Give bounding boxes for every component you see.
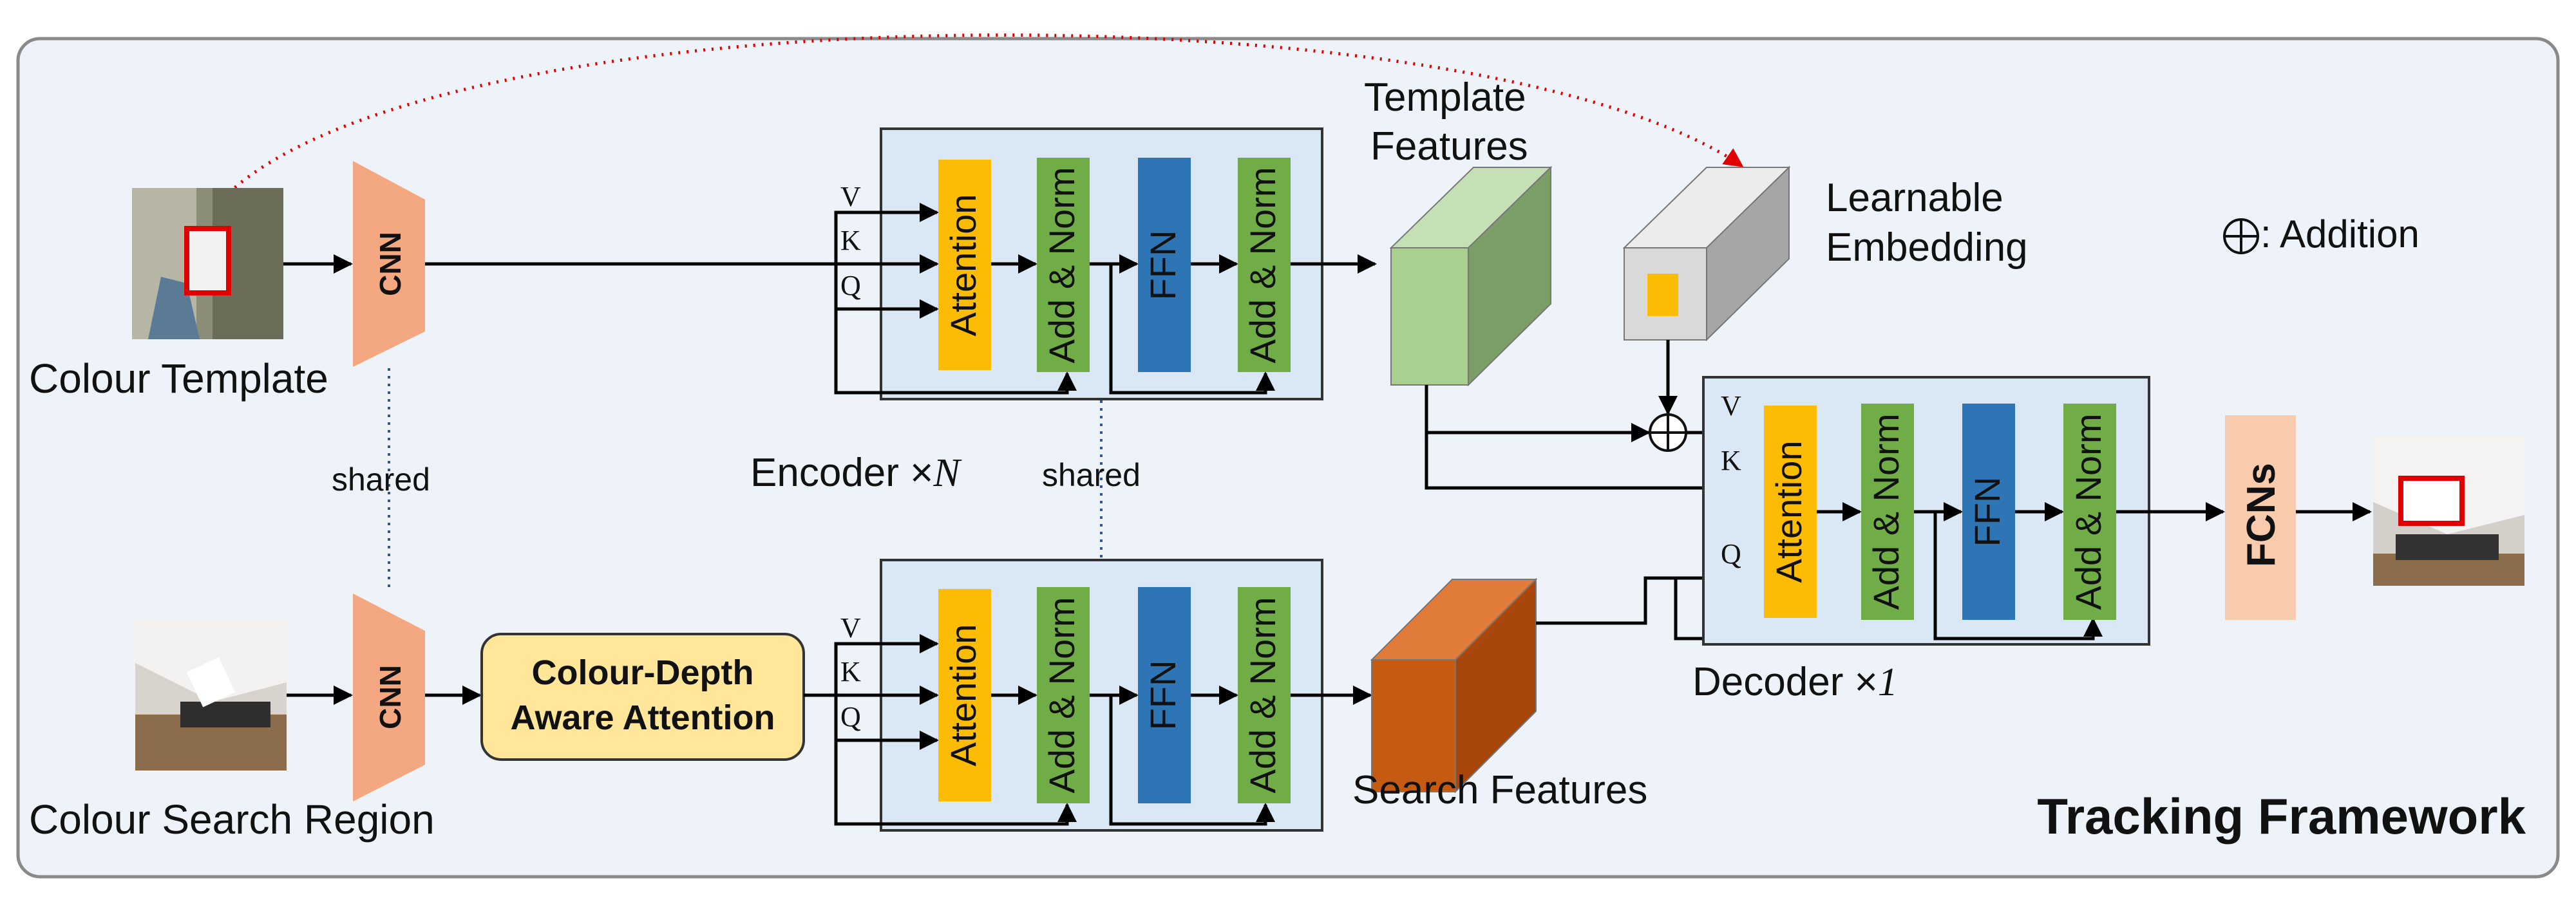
- svg-text:Add & Norm: Add & Norm: [1041, 597, 1082, 794]
- svg-text:Add & Norm: Add & Norm: [1866, 414, 1906, 610]
- colour-depth-aware-attention: Colour-Depth Aware Attention: [480, 633, 805, 761]
- learnable-embedding-cube: [1622, 165, 1791, 342]
- search-cnn: CNN: [353, 594, 425, 801]
- decoder-label: Decoder ×1: [1692, 660, 1898, 704]
- enc-bot-addnorm-1: [1037, 587, 1090, 803]
- colour-template-image: [132, 188, 283, 339]
- enc-bot-k: K: [840, 656, 861, 687]
- learnable-embedding-line1: Learnable: [1826, 176, 2003, 220]
- template-to-embedding-arc: [227, 33, 1744, 194]
- enc-bot-attention: [938, 589, 991, 801]
- template-features-cube: [1389, 165, 1553, 387]
- cdaa-line1: Colour-Depth: [532, 653, 754, 692]
- svg-text:Add & Norm: Add & Norm: [2068, 414, 2108, 610]
- svg-text:Attention: Attention: [1768, 440, 1809, 583]
- dec-k: K: [1721, 445, 1741, 476]
- enc-bot-v: V: [840, 612, 861, 644]
- encoder-shared-label: shared: [1042, 457, 1141, 493]
- svg-text:FFN: FFN: [1142, 230, 1183, 301]
- framework-title: Tracking Framework: [2037, 788, 2526, 845]
- fcns-block: FCNs: [2225, 415, 2296, 620]
- enc-top-addnorm-2: [1238, 158, 1291, 372]
- tracking-output-image: [2373, 436, 2524, 586]
- enc-top-addnorm-1: [1037, 158, 1090, 372]
- encoder-label: Encoder ×N: [750, 451, 962, 495]
- cdaa-line2: Aware Attention: [510, 698, 775, 737]
- cnn-shared-label: shared: [332, 462, 430, 498]
- template-cnn: CNN: [353, 161, 425, 367]
- template-features-line2: Features: [1370, 124, 1528, 169]
- decoder: V K Q Attention Add & Norm FFN Add & Nor…: [1702, 376, 2150, 646]
- template-cnn-label: CNN: [374, 232, 407, 296]
- search-features-label: Search Features: [1352, 768, 1647, 812]
- dec-ffn: [1962, 404, 2015, 620]
- colour-search-region-label: Colour Search Region: [29, 796, 435, 843]
- dec-v: V: [1721, 390, 1741, 422]
- enc-top-attention: [938, 160, 991, 370]
- enc-top-v: V: [840, 181, 861, 212]
- svg-text:Add & Norm: Add & Norm: [1242, 167, 1283, 364]
- addition-node: [1649, 413, 1687, 452]
- dec-addnorm-1: [1861, 404, 1914, 620]
- search-cnn-label: CNN: [374, 665, 407, 729]
- colour-search-region-image: [135, 619, 287, 771]
- dec-addnorm-2: [2063, 404, 2116, 620]
- template-encoder: V K Q Attention Add & Norm FFN Add & Nor…: [834, 127, 1323, 400]
- learnable-embedding-line2: Embedding: [1826, 225, 2028, 270]
- dec-attention: [1764, 406, 1817, 618]
- svg-text:Add & Norm: Add & Norm: [1041, 167, 1082, 364]
- svg-text:FFN: FFN: [1967, 477, 2007, 547]
- enc-bot-addnorm-2: [1238, 587, 1291, 803]
- svg-text:Attention: Attention: [943, 624, 983, 766]
- addition-legend-text: : Addition: [2260, 212, 2420, 256]
- enc-bot-q: Q: [840, 701, 861, 733]
- template-features-line1: Template: [1364, 75, 1526, 120]
- enc-bot-ffn: [1138, 587, 1191, 803]
- search-encoder: V K Q Attention Add & Norm FFN Add & Nor…: [834, 559, 1323, 832]
- enc-top-q: Q: [840, 270, 861, 301]
- search-features-cube: [1370, 577, 1538, 794]
- enc-top-ffn: [1138, 158, 1191, 372]
- svg-text:Attention: Attention: [943, 194, 983, 336]
- addition-legend: : Addition: [2223, 212, 2420, 256]
- svg-text:Add & Norm: Add & Norm: [1242, 597, 1283, 794]
- fcns-label: FCNs: [2239, 463, 2284, 567]
- dec-q: Q: [1721, 538, 1741, 570]
- svg-text:FFN: FFN: [1142, 660, 1183, 731]
- enc-top-k: K: [840, 225, 861, 256]
- colour-template-label: Colour Template: [29, 355, 328, 402]
